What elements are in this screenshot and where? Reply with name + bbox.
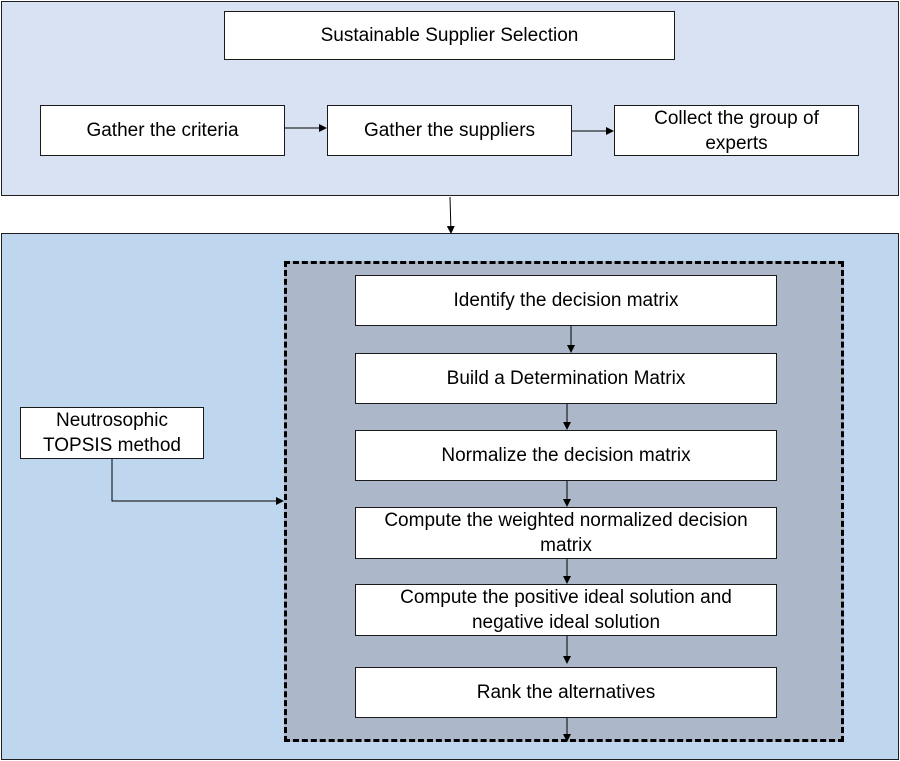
step-ideal-solutions: Compute the positive ideal solution and … bbox=[355, 584, 777, 636]
arrow-method-to-steps bbox=[111, 459, 284, 505]
neutrosophic-topsis-box: Neutrosophic TOPSIS method bbox=[20, 407, 204, 459]
step-build-determination-matrix: Build a Determination Matrix bbox=[355, 353, 777, 404]
collect-experts-box: Collect the group of experts bbox=[614, 105, 859, 156]
step-weighted-normalized-matrix: Compute the weighted normalized decision… bbox=[355, 507, 777, 559]
step-rank-alternatives: Rank the alternatives bbox=[355, 667, 777, 718]
arrow-top-to-bottom bbox=[446, 196, 455, 234]
gather-suppliers-box: Gather the suppliers bbox=[327, 105, 572, 156]
step-identify-decision-matrix: Identify the decision matrix bbox=[355, 275, 777, 326]
step-normalize-decision-matrix: Normalize the decision matrix bbox=[355, 430, 777, 481]
gather-criteria-box: Gather the criteria bbox=[40, 105, 285, 156]
title-box: Sustainable Supplier Selection bbox=[224, 11, 675, 60]
